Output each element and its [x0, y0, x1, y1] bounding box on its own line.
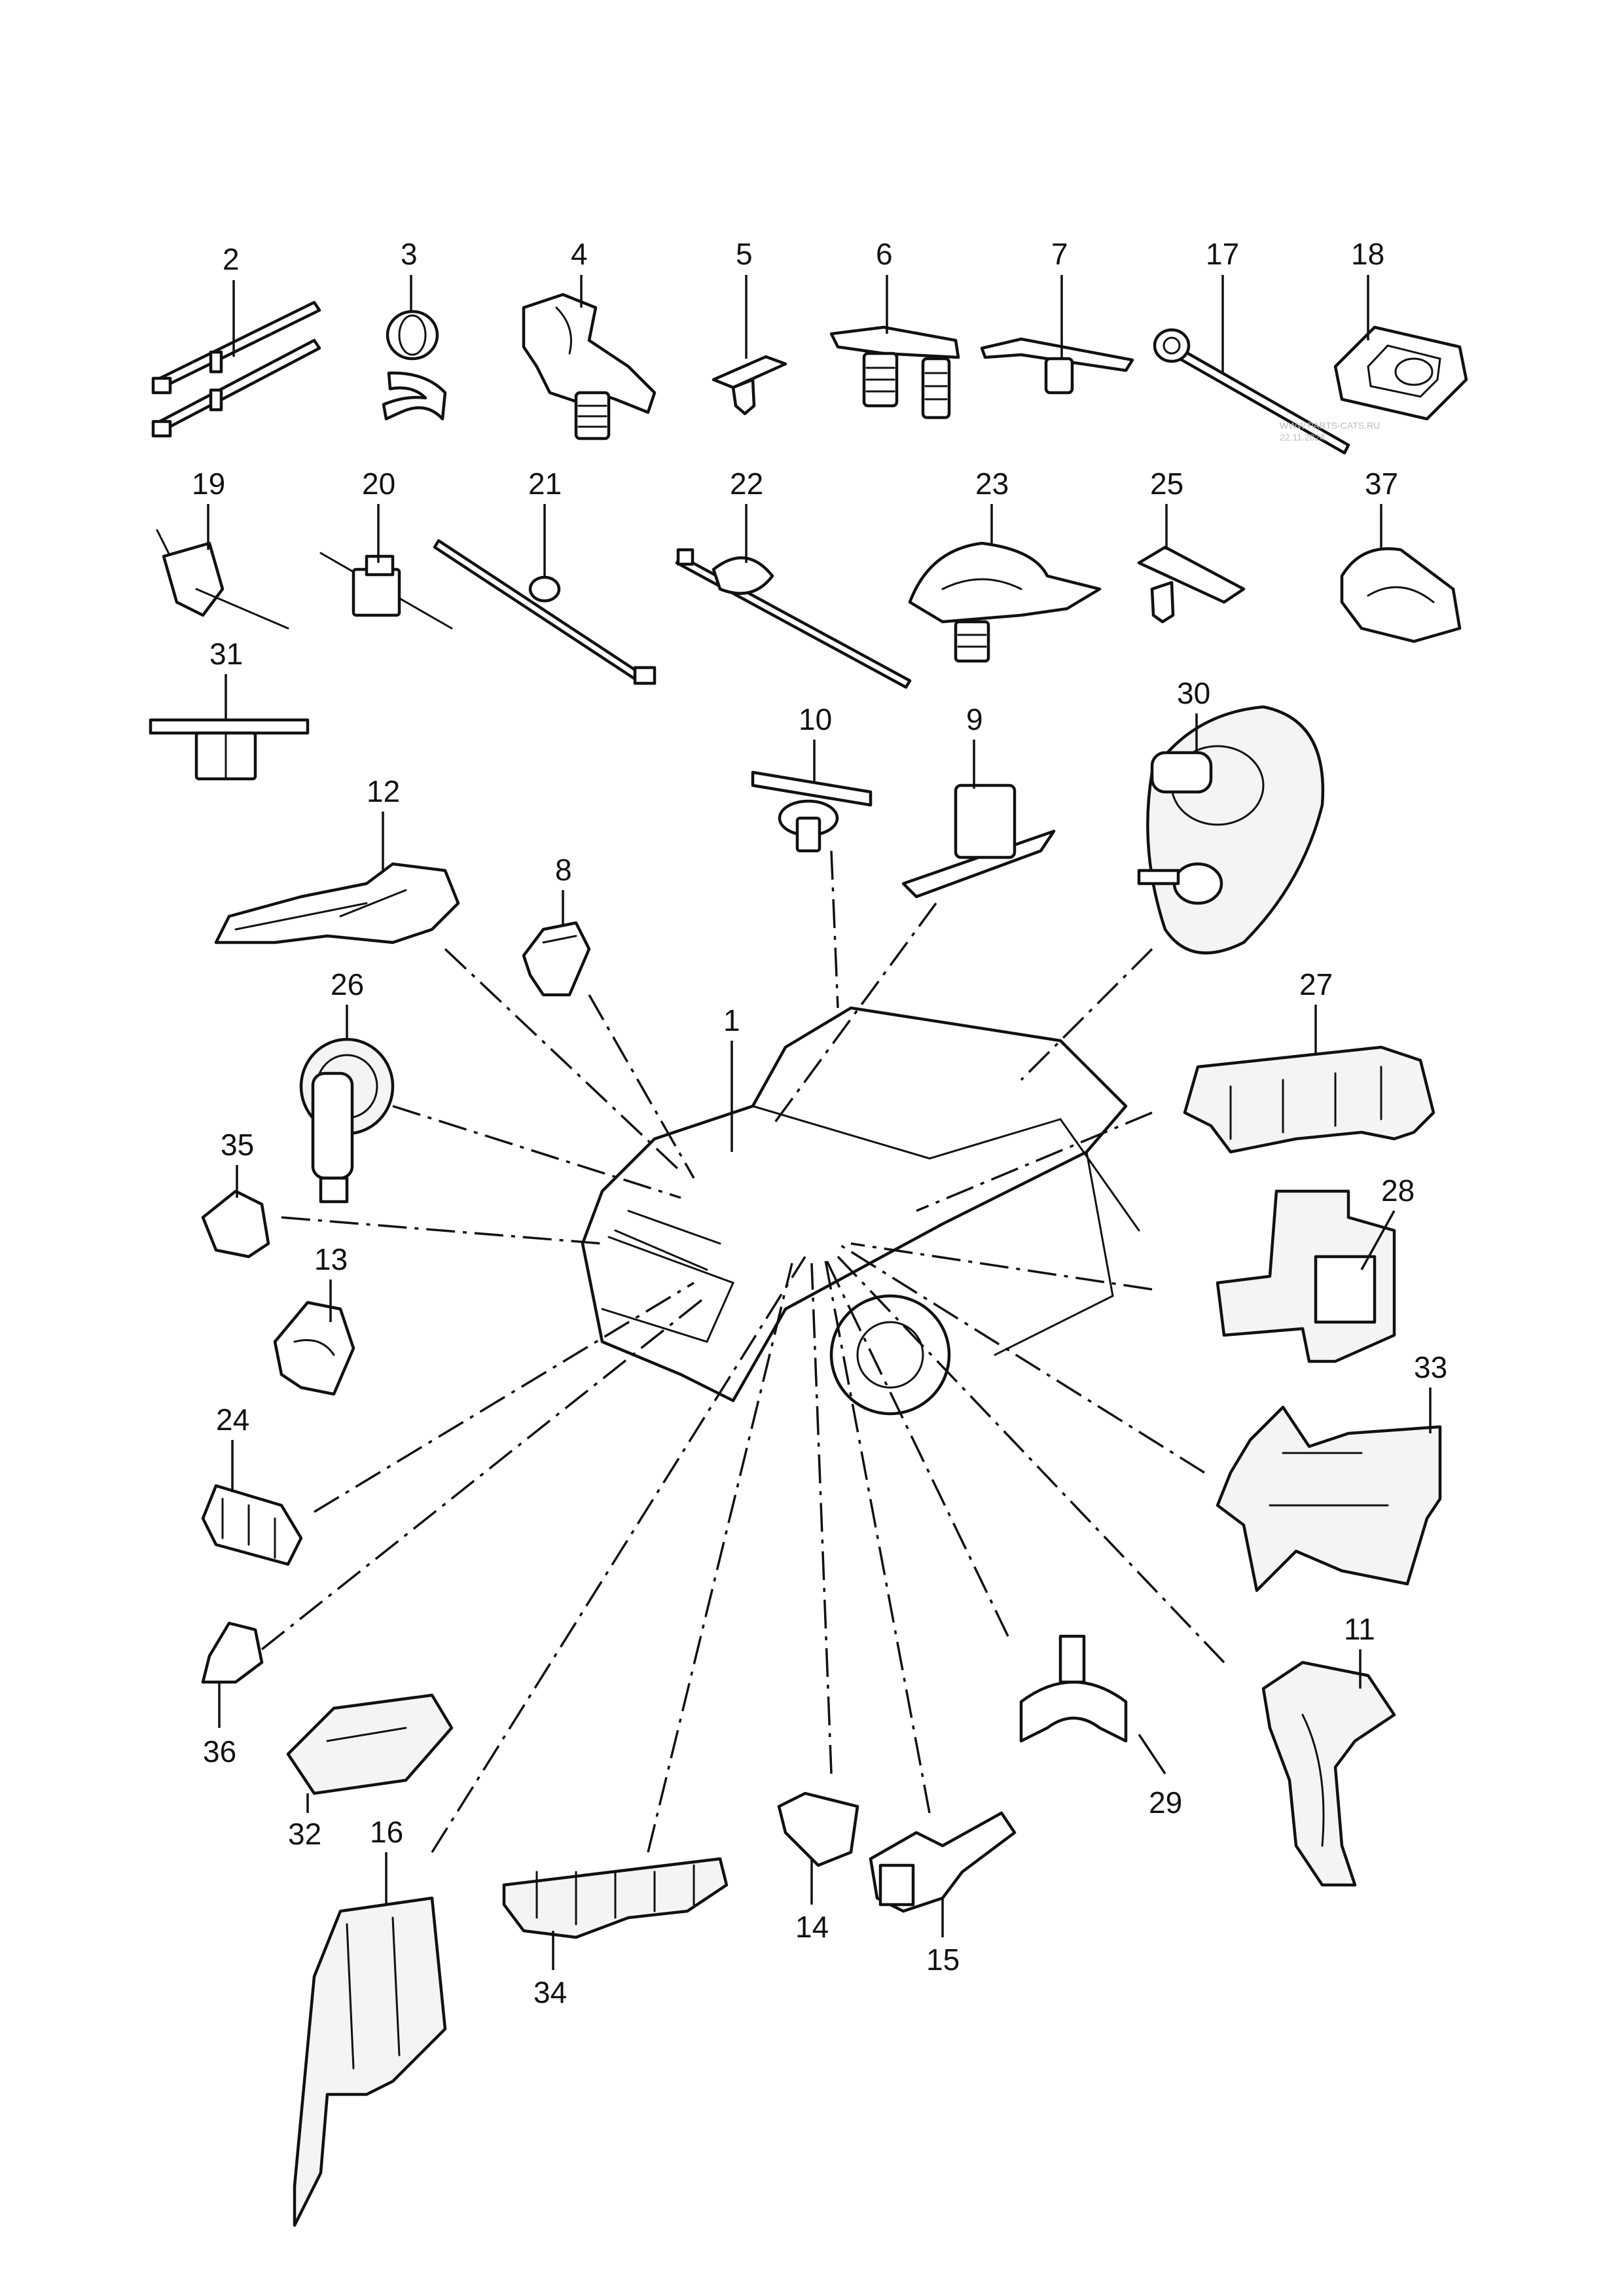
part-label-15: 15	[926, 1943, 960, 1977]
leader-28	[1360, 1210, 1396, 1270]
dash-leaders	[261, 850, 1225, 1853]
part-33-bracket	[1216, 1405, 1442, 1592]
part-label-9: 9	[966, 702, 983, 736]
part-15-clip	[869, 1811, 1017, 1913]
part-label-32: 32	[288, 1817, 321, 1851]
part-18-tie-base	[1333, 325, 1468, 421]
part-label-11: 11	[1344, 1612, 1375, 1646]
part-label-20: 20	[362, 467, 395, 501]
part-25-clip	[1137, 545, 1246, 624]
part-20-clip	[319, 552, 453, 630]
part-label-8: 8	[555, 853, 572, 887]
part-26-connector	[299, 1037, 395, 1204]
part-label-33: 33	[1414, 1350, 1447, 1384]
part-28-bracket	[1216, 1189, 1396, 1363]
part-4-holder	[522, 293, 657, 440]
part-label-14: 14	[795, 1910, 829, 1944]
part-label-4: 4	[571, 237, 588, 271]
part-label-19: 19	[192, 467, 225, 501]
part-11-duct	[1261, 1660, 1396, 1887]
part-16-bracket	[293, 1896, 447, 2227]
part-29-clip	[1019, 1634, 1128, 1743]
part-label-25: 25	[1150, 467, 1183, 501]
part-2-cable-ties	[151, 300, 321, 438]
watermark-line-1: WWW.PARTS-CATS.RU	[1280, 420, 1380, 431]
part-label-36: 36	[203, 1734, 236, 1768]
part-label-22: 22	[730, 467, 763, 501]
part-24-holder	[201, 1484, 303, 1566]
watermark-line-2: 22.11.2024	[1280, 432, 1325, 442]
part-19-clip	[156, 529, 289, 630]
part-21-cable-tie	[433, 539, 657, 685]
part-31-clip	[149, 718, 310, 781]
part-label-1: 1	[723, 1003, 740, 1037]
part-label-12: 12	[367, 774, 400, 808]
part-label-10: 10	[799, 702, 832, 736]
part-36-clip	[201, 1621, 264, 1684]
part-label-26: 26	[331, 967, 364, 1001]
part-22-cable-tie	[675, 548, 912, 689]
part-35-clip	[201, 1189, 270, 1259]
part-label-3: 3	[401, 237, 418, 271]
part-label-29: 29	[1149, 1785, 1182, 1820]
part-label-18: 18	[1351, 237, 1384, 271]
part-10-clip	[751, 770, 873, 853]
part-label-6: 6	[876, 237, 893, 271]
part-label-17: 17	[1206, 237, 1239, 271]
part-12-bracket	[214, 862, 460, 944]
part-9-bracket	[901, 783, 1056, 899]
part-37-clip	[1340, 547, 1462, 643]
part-23-clip	[908, 541, 1102, 663]
part-label-27: 27	[1299, 967, 1333, 1001]
part-label-30: 30	[1177, 676, 1210, 710]
part-label-16: 16	[370, 1815, 403, 1849]
part-13-clip	[273, 1300, 355, 1396]
part-27-bracket	[1183, 1045, 1435, 1154]
part-label-34: 34	[533, 1975, 567, 2009]
part-6-double-clip	[829, 325, 960, 420]
part-3-wire-clip	[382, 310, 447, 421]
part-5-expanding-clip	[712, 355, 787, 416]
part-17-cable-tie-anchor	[1153, 328, 1350, 455]
part-label-5: 5	[736, 237, 753, 271]
part-14-clip	[777, 1791, 859, 1867]
part-label-23: 23	[975, 467, 1009, 501]
part-8-clip	[522, 921, 591, 997]
part-label-37: 37	[1365, 467, 1398, 501]
leader-29	[1138, 1734, 1166, 1774]
part-label-21: 21	[528, 467, 562, 501]
part-label-7: 7	[1051, 237, 1068, 271]
part-label-35: 35	[221, 1128, 254, 1162]
part-label-2: 2	[223, 242, 240, 276]
part-30-grommet	[1137, 705, 1325, 955]
part-label-13: 13	[314, 1242, 348, 1276]
part-34-holder	[502, 1857, 729, 1939]
part-label-28: 28	[1381, 1174, 1415, 1208]
part-label-24: 24	[216, 1403, 249, 1437]
part-32-bracket	[286, 1693, 454, 1795]
vehicle-outline	[581, 1006, 1140, 1416]
part-7-flat-clip	[980, 337, 1134, 395]
part-label-31: 31	[209, 637, 243, 671]
